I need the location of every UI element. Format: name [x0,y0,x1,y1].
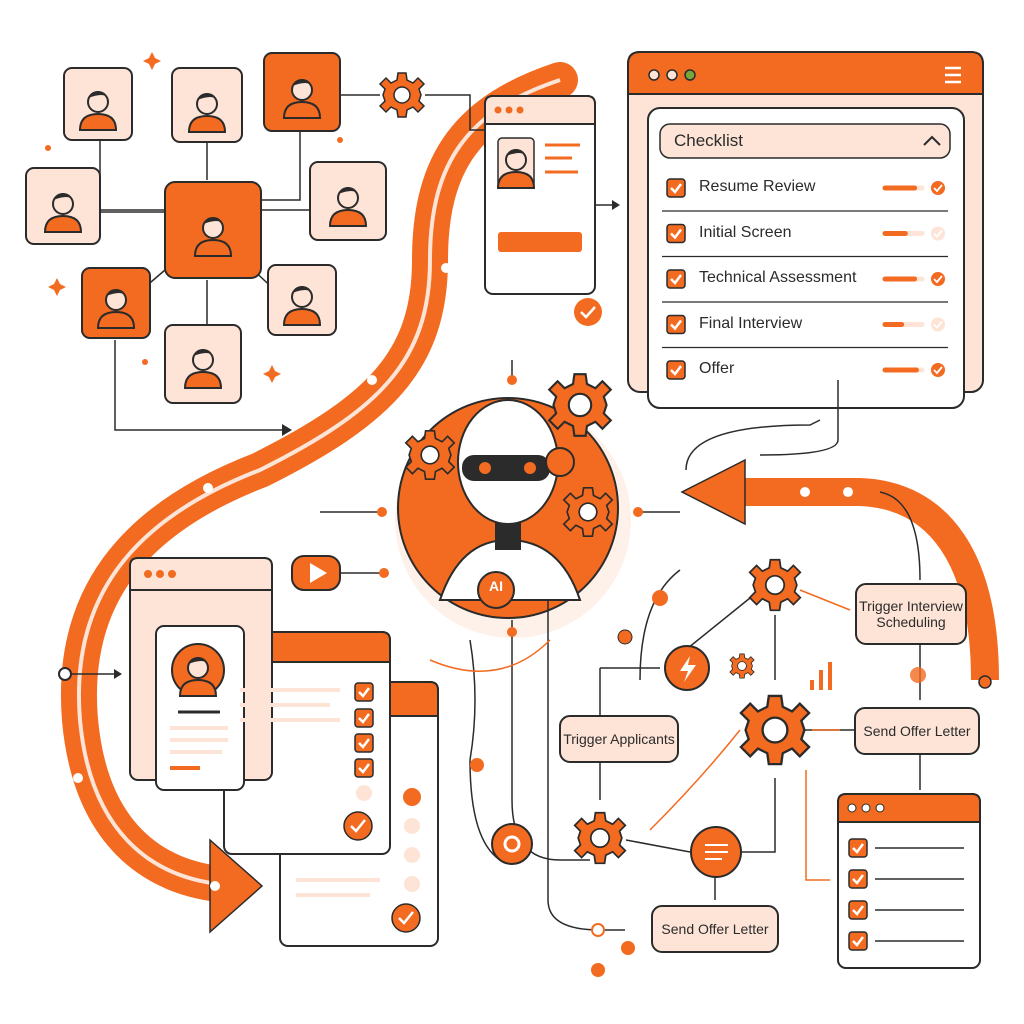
gear-icon [491,823,533,865]
checklist-row[interactable] [665,359,945,381]
gear-icon [404,429,456,481]
status-check-icon [931,363,945,377]
person-avatar-2 [171,67,243,143]
checklist-item-label: Final Interview [699,314,803,332]
gear-icon [562,486,614,538]
status-check-icon [931,181,945,195]
gear-icon [548,373,612,437]
gear-icon [379,72,425,118]
gear-icon [739,694,811,766]
chevron-up-icon [923,135,941,146]
checkbox-icon [665,268,687,290]
checkbox-icon [665,314,687,335]
result-window [837,793,981,969]
ai-robot [395,373,631,638]
person-avatar-center [164,181,262,279]
checklist-row[interactable] [662,314,948,349]
checklist-item-label: Offer [699,360,735,377]
trigger-interview-label[interactable]: Trigger Interview Scheduling [859,598,963,630]
status-check-icon [931,317,945,332]
person-avatar-8 [164,324,242,404]
gear-icon [748,558,802,612]
send-offer-label-bottom[interactable]: Send Offer Letter [661,921,769,937]
checklist-row[interactable] [662,268,948,303]
gear-icon [573,811,627,865]
candidate-windows [58,557,439,947]
bar-chart-icon [810,662,832,690]
trigger-applicants-box [559,715,679,763]
trigger-interview-box [855,583,967,645]
return-arrow [680,458,999,689]
status-check-icon [931,226,945,241]
checklist-row[interactable] [662,223,948,258]
send-offer-box-right [854,707,980,755]
flow-ribbon [61,62,578,934]
person-avatar-4 [25,167,101,245]
checklist-item-label: Initial Screen [699,223,792,241]
checklist-row[interactable] [662,177,948,212]
person-avatar-5 [309,161,387,241]
ai-badge [477,571,515,609]
person-avatar-6 [81,267,151,339]
status-check-icon [931,272,945,286]
menu-icon[interactable] [945,66,961,84]
people-network [25,52,490,436]
document-icon [690,826,742,878]
resume-window [484,95,620,295]
person-avatar-1 [63,67,133,141]
trigger-applicants-label[interactable]: Trigger Applicants [563,731,675,747]
send-offer-label-right[interactable]: Send Offer Letter [863,723,971,739]
checklist-window [627,51,984,409]
checkbox-icon [665,177,687,199]
gear-icon [729,653,755,679]
checklist-item-label: Resume Review [699,178,816,195]
send-offer-box-bottom [651,905,779,953]
checkbox-icon [665,359,687,381]
person-avatar-7 [267,264,337,336]
play-icon[interactable] [291,555,341,591]
ai-badge-label: AI [489,578,503,594]
check-circle-icon [574,298,602,326]
checklist-title: Checklist [674,131,743,150]
person-avatar-3 [263,52,341,132]
lightning-icon [664,645,710,691]
checkbox-icon [665,223,687,244]
checklist-item-label: Technical Assessment [699,269,857,286]
